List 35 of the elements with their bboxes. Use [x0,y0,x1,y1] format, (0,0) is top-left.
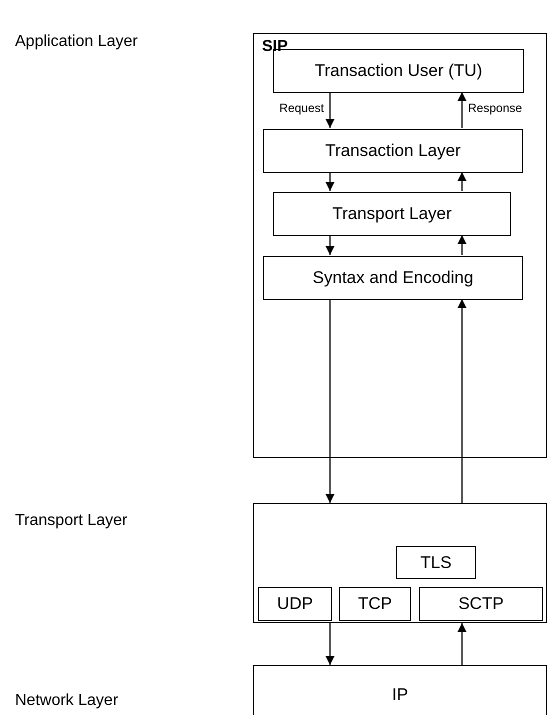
process-box [339,587,411,621]
arrow [457,172,467,191]
arrow [457,92,467,128]
arrow [325,172,335,191]
process-box [419,587,543,621]
layer-label: Network Layer [15,692,118,710]
arrow [457,235,467,255]
arrow [457,623,467,665]
process-box [273,192,511,236]
process-box [263,129,523,173]
arrow [325,299,335,503]
layer-box [253,665,547,715]
edge-label: Response [466,101,524,115]
arrow [325,235,335,255]
box-label: IP [390,685,410,705]
arrow [457,299,467,503]
process-box [258,587,332,621]
layer-label: Application Layer [15,33,138,51]
arrow [325,92,335,128]
layer-label: Transport Layer [15,512,128,530]
box-label: TCP [357,594,393,614]
box-heading: SIP [262,38,288,56]
process-box [263,256,523,300]
box-label: Transport Layer [331,204,453,224]
box-label: Transaction Layer [324,141,462,161]
process-box [396,546,476,579]
arrow [325,623,335,665]
box-label: UDP [276,594,314,614]
box-label: TLS [419,552,453,572]
box-label: SCTP [457,594,505,614]
layer-box [253,503,547,623]
box-label: Transaction User (TU) [314,61,484,81]
edge-label: Request [277,101,326,115]
layer-box [253,33,547,458]
box-label: Syntax and Encoding [312,268,474,288]
